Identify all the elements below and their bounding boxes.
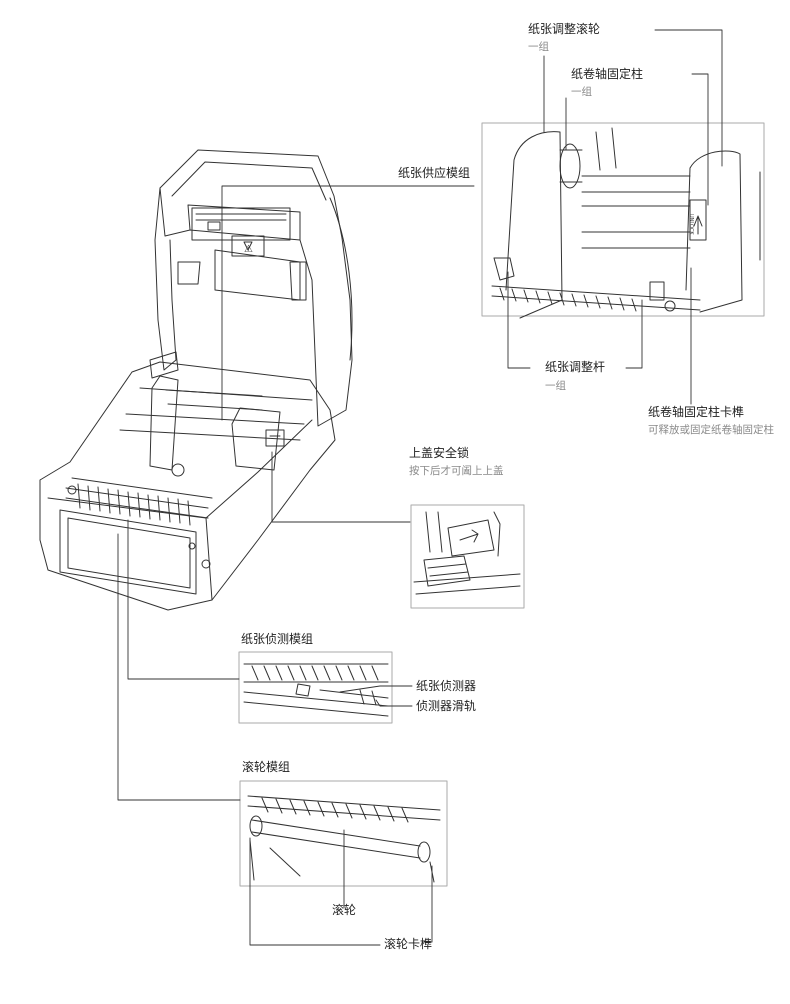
label-roller-latch: 滚轮卡榫 <box>384 937 433 951</box>
inset-sensor-module <box>238 651 393 724</box>
label-adjust-roller: 纸张调整滚轮 <box>528 22 601 36</box>
unlock-mark: UNLOCK <box>688 214 694 235</box>
label-supply-module: 纸张供应模组 <box>398 166 471 180</box>
label-roller-module: 滚轮模组 <box>242 760 291 774</box>
label-paper-sensor: 纸张侦测器 <box>416 679 477 693</box>
leader-lines <box>117 29 723 946</box>
label-spindle-post: 纸卷轴固定柱 <box>571 67 644 81</box>
label-sensor-module: 纸张侦测模组 <box>241 632 314 646</box>
inset-cover-lock <box>410 504 525 609</box>
label-cover-lock: 上盖安全锁 <box>409 446 470 460</box>
inset-supply <box>481 122 765 319</box>
warning-icon: ⚠ <box>244 244 253 255</box>
inset-roller-module <box>239 780 448 887</box>
label-sensor-rail: 侦测器滑轨 <box>416 699 477 713</box>
note-spindle-post: 一组 <box>571 86 592 98</box>
label-roller: 滚轮 <box>332 903 357 917</box>
note-post-latch: 可释放或固定纸卷轴固定柱 <box>648 424 774 436</box>
label-adjust-lever: 纸张调整杆 <box>545 360 606 374</box>
note-adjust-lever: 一组 <box>545 380 566 392</box>
note-cover-lock: 按下后才可阖上上盖 <box>409 465 504 477</box>
note-adjust-roller: 一组 <box>528 41 549 53</box>
printer-illustration <box>39 149 353 611</box>
label-post-latch: 纸卷轴固定柱卡榫 <box>648 405 745 419</box>
